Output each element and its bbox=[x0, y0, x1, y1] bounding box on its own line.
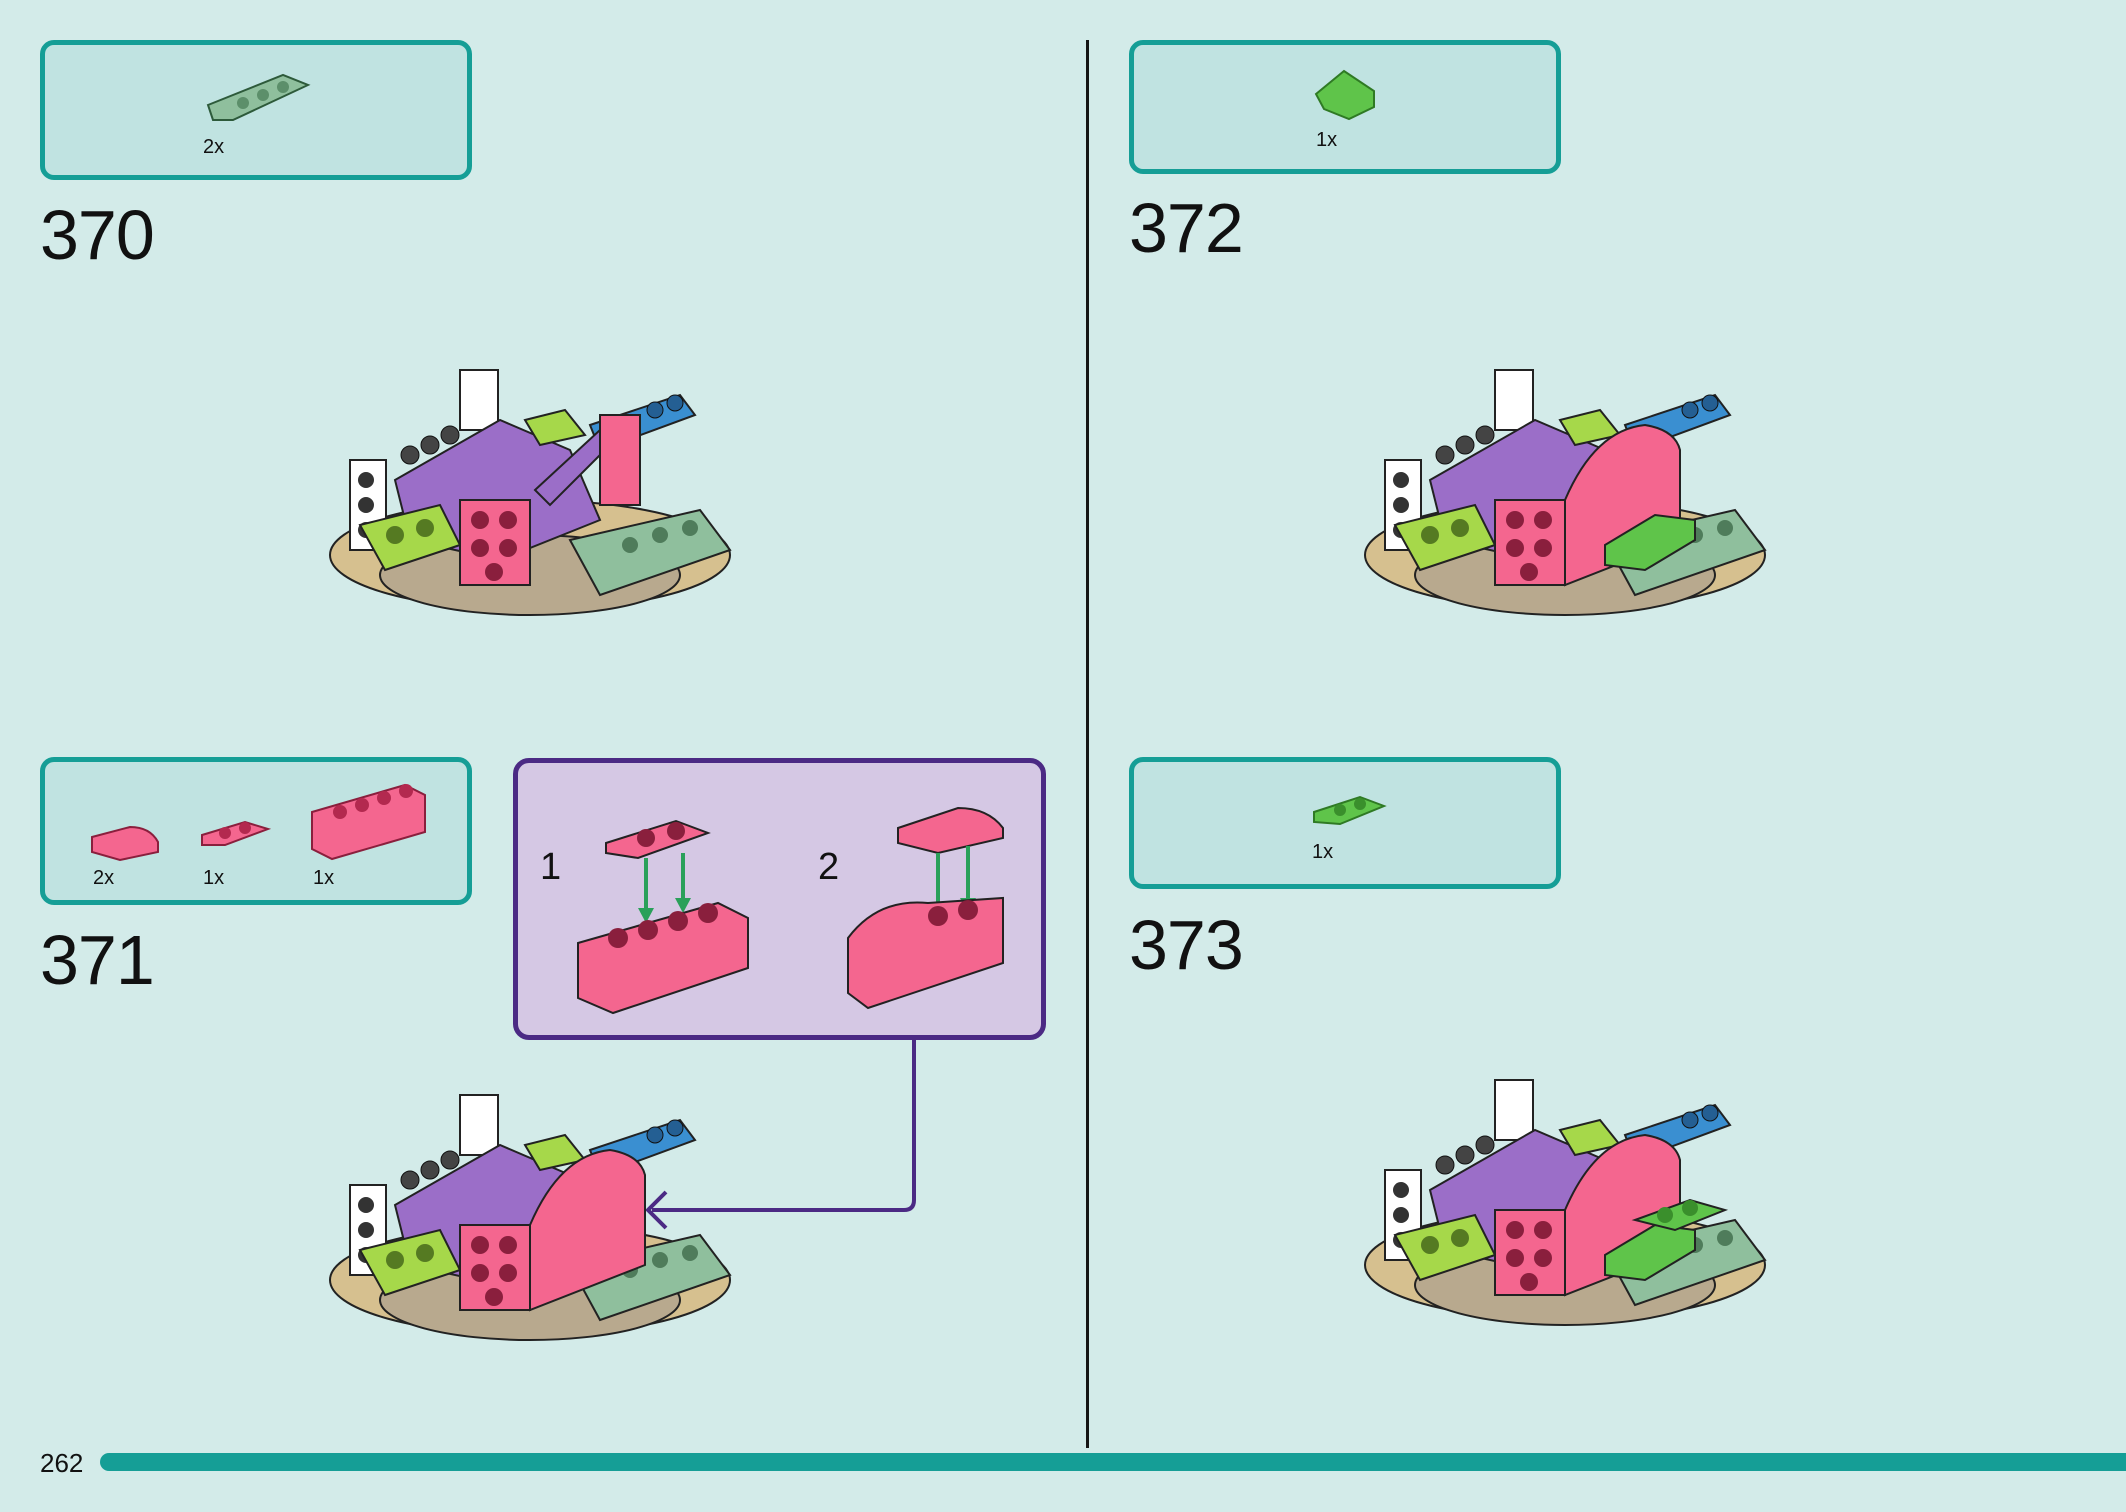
sand-green-inverted-slope-icon bbox=[206, 73, 311, 121]
model-illustration-370 bbox=[329, 369, 731, 616]
substep-number-1: 1 bbox=[540, 846, 562, 888]
callout-connector-arrow bbox=[645, 1040, 916, 1230]
part-qty: 1x bbox=[203, 867, 225, 889]
part-qty: 2x bbox=[93, 867, 115, 889]
part-qty: 1x bbox=[1316, 129, 1338, 151]
model-illustration-371 bbox=[329, 1094, 731, 1341]
step-number-371: 371 bbox=[40, 921, 155, 999]
substep-callout: 1 2 bbox=[513, 758, 1046, 1040]
substep-number-2: 2 bbox=[818, 846, 840, 888]
model-illustration-373 bbox=[1364, 1079, 1766, 1326]
model-illustration-372 bbox=[1364, 369, 1766, 616]
parts-box-371: 2x 1x 1x bbox=[40, 757, 472, 905]
step-number-373: 373 bbox=[1129, 906, 1244, 984]
parts-box-373: 1x bbox=[1129, 757, 1561, 889]
page-progress-bar bbox=[100, 1453, 2126, 1471]
part-qty: 1x bbox=[1312, 841, 1334, 863]
pink-curved-slope-icon bbox=[91, 825, 159, 862]
pink-brick-1x4-icon bbox=[311, 783, 426, 861]
parts-box-372: 1x bbox=[1129, 40, 1561, 174]
step-number-370: 370 bbox=[40, 196, 155, 274]
bright-green-wedge-icon bbox=[1314, 69, 1375, 121]
pink-plate-1x2-icon bbox=[201, 820, 272, 846]
part-qty: 2x bbox=[203, 136, 225, 158]
page-number: 262 bbox=[40, 1448, 84, 1478]
parts-box-370: 2x bbox=[40, 40, 472, 180]
substep-2-illustration bbox=[847, 806, 1004, 1010]
column-divider bbox=[1086, 40, 1089, 1448]
substep-1-illustration bbox=[577, 819, 749, 1015]
step-number-372: 372 bbox=[1129, 189, 1244, 267]
part-qty: 1x bbox=[313, 867, 335, 889]
bright-green-plate-1x2-icon bbox=[1313, 795, 1387, 826]
